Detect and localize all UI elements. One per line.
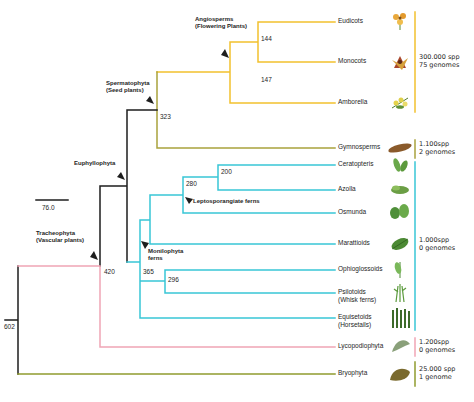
taxon-icons bbox=[387, 13, 412, 381]
scale-bar bbox=[36, 199, 68, 201]
species-count: 1.000spp 0 genomes bbox=[419, 237, 455, 253]
flower-petal bbox=[393, 14, 399, 20]
clade-label: Spermatophyta (Seed plants) bbox=[106, 80, 159, 94]
marattioid-icon bbox=[390, 236, 411, 253]
species-count: 25.000 spp 1 genome bbox=[419, 366, 459, 382]
clade-arrowhead bbox=[221, 49, 229, 58]
taxon-label: Gymnosperms bbox=[338, 143, 380, 151]
bracket bbox=[414, 12, 416, 112]
node-age: 602 bbox=[4, 323, 15, 331]
clade-arrowhead bbox=[141, 241, 149, 249]
fern-branches bbox=[127, 165, 335, 318]
taxon-label: Ceratopteris bbox=[338, 160, 373, 168]
species-count: 1.200spp 0 genomes bbox=[419, 339, 455, 355]
ceratopteris-icon bbox=[392, 157, 409, 172]
node-age: 144 bbox=[261, 35, 272, 43]
node-age: 323 bbox=[160, 113, 171, 121]
node-age: 296 bbox=[168, 276, 179, 284]
flower bbox=[394, 101, 399, 106]
azolla-icon bbox=[391, 186, 409, 195]
clade-arrowhead bbox=[90, 251, 98, 260]
node-age: 200 bbox=[221, 168, 232, 176]
fern-mat bbox=[391, 186, 409, 194]
bracket bbox=[414, 140, 416, 158]
taxon-label: Eudicots bbox=[338, 17, 363, 25]
node-age: 280 bbox=[186, 180, 197, 188]
fern-frond bbox=[399, 204, 409, 218]
taxon-label: Lycopodiophyta bbox=[338, 342, 383, 350]
bracket bbox=[414, 338, 416, 356]
taxon-label: Psilotoids (Whisk ferns) bbox=[338, 288, 382, 304]
scale-value: 76.0 bbox=[42, 204, 55, 212]
fern-frond bbox=[390, 207, 400, 219]
taxon-label: Osmunda bbox=[338, 208, 366, 216]
node-age: 365 bbox=[143, 268, 154, 276]
fern-frond bbox=[390, 236, 411, 253]
fern-frond bbox=[399, 159, 410, 172]
taxon-label: Ophioglossoids bbox=[338, 265, 382, 273]
monocot-icon bbox=[392, 56, 408, 70]
bracket bbox=[414, 362, 416, 386]
flower bbox=[399, 98, 404, 103]
node-age: 147 bbox=[261, 76, 272, 84]
frond-rib bbox=[392, 239, 408, 249]
clade-label: Tracheophyta (Vascular plants) bbox=[36, 230, 94, 244]
amborella-icon bbox=[392, 98, 408, 109]
clade-label: Leptosporangiate ferns bbox=[193, 198, 260, 205]
taxon-label: Monocots bbox=[338, 57, 366, 65]
whisk-fern-icon bbox=[394, 284, 406, 302]
eudicot-icon bbox=[393, 13, 406, 30]
bryophyte-branch bbox=[18, 373, 335, 375]
lycophyte-branches bbox=[18, 266, 335, 347]
gymnosperm-cone bbox=[387, 142, 412, 155]
ophioglossoid-icon bbox=[394, 261, 403, 278]
bracket bbox=[414, 162, 416, 330]
taxon-label: Amborella bbox=[338, 98, 367, 106]
species-count: 300.000 spp 75 genomes bbox=[419, 54, 465, 70]
lycophyte-icon bbox=[392, 340, 410, 352]
flower bbox=[403, 102, 408, 107]
horsetail-icon bbox=[393, 308, 409, 328]
leaf bbox=[396, 105, 404, 109]
clade-label: Monilophyta ferns bbox=[148, 248, 191, 262]
seed-plant-branches bbox=[157, 72, 335, 148]
angiosperm-branches bbox=[157, 22, 335, 103]
backbone-branches bbox=[5, 110, 157, 374]
taxon-label: Marattioids bbox=[338, 239, 370, 247]
bryophyte-icon bbox=[390, 369, 410, 381]
osmunda-icon bbox=[390, 204, 409, 219]
clade-label: Angiosperms (Flowering Plants) bbox=[195, 16, 256, 30]
node-age: 420 bbox=[104, 268, 115, 276]
fern-mat bbox=[392, 186, 400, 191]
species-count: 1.100spp 2 genomes bbox=[419, 141, 455, 157]
taxon-label: Equisetoids (Horsetails) bbox=[338, 313, 389, 329]
clade-label: Euphyllophyta bbox=[74, 160, 115, 167]
clade-arrowhead bbox=[117, 172, 125, 180]
flower-center bbox=[398, 60, 402, 64]
flower-petal bbox=[392, 58, 408, 70]
taxon-label: Azolla bbox=[338, 185, 356, 193]
taxon-label: Bryophyta bbox=[338, 369, 367, 377]
flower-petal bbox=[397, 19, 403, 25]
plant-stem bbox=[392, 98, 408, 108]
fern-frond bbox=[394, 261, 403, 274]
flower-center bbox=[399, 17, 402, 20]
clade-arrowhead bbox=[185, 197, 193, 204]
clade-arrowhead bbox=[146, 96, 154, 104]
